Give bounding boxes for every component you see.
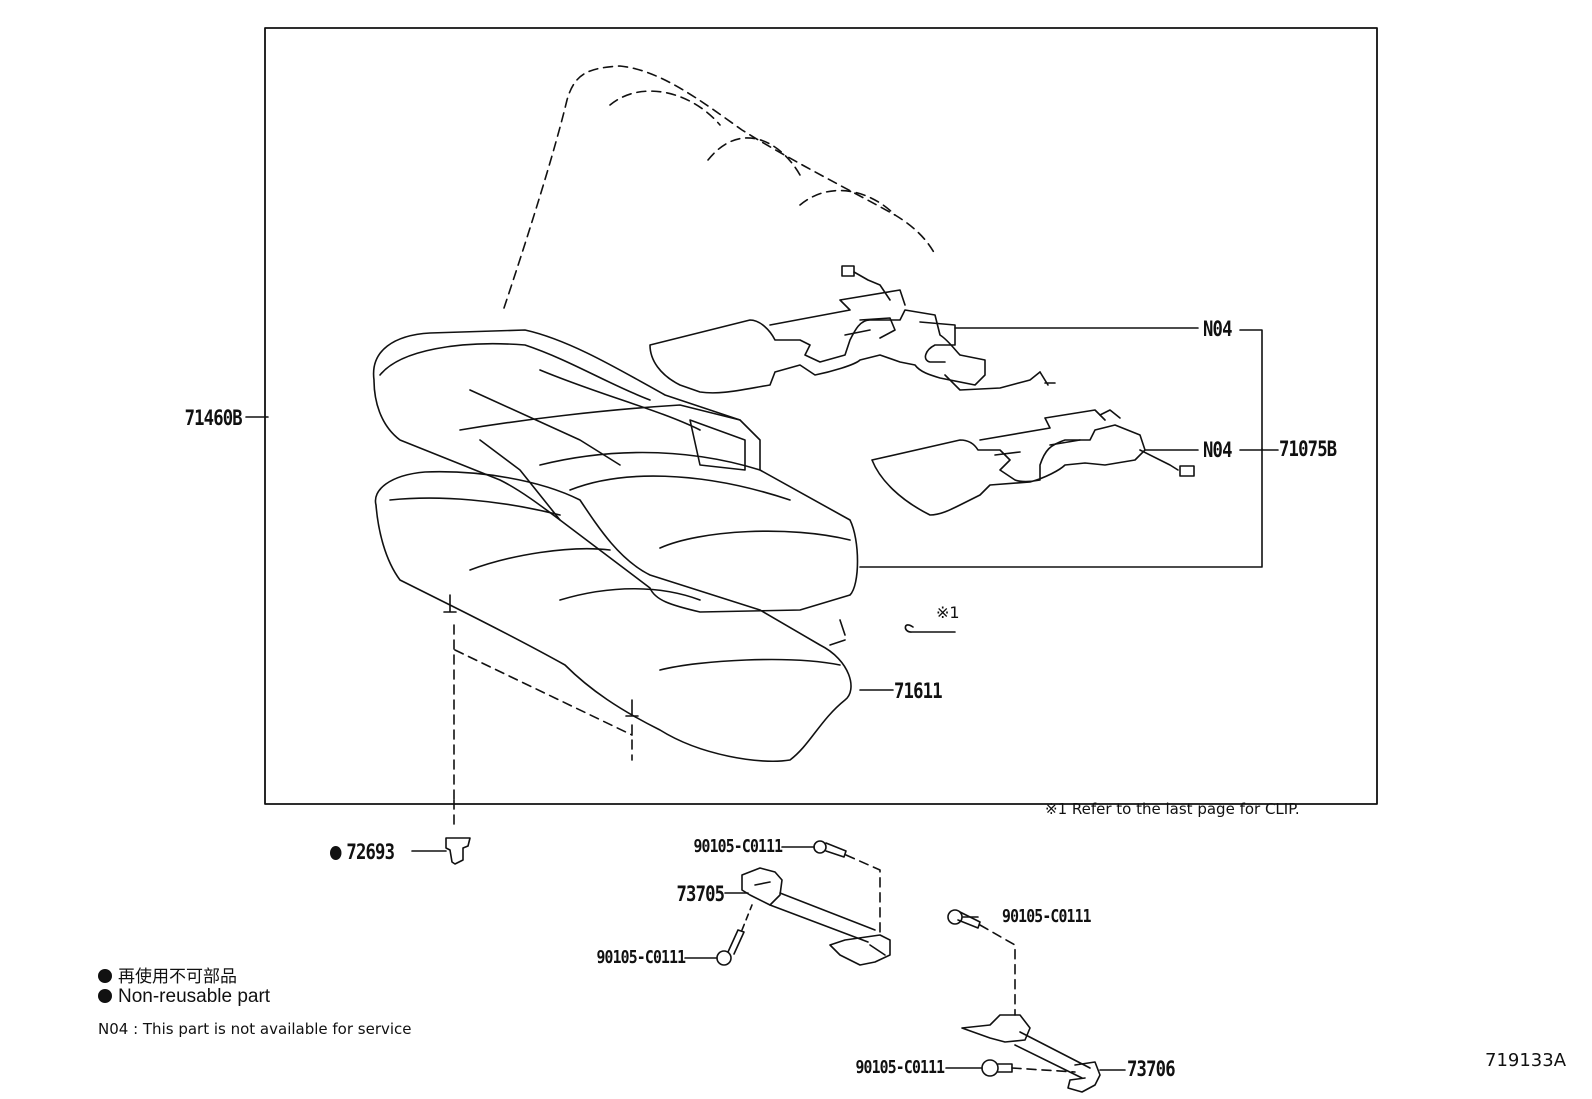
hook-73705 [724,867,891,966]
legend-en-text: Non-reusable part [118,986,271,1007]
label-90105-d: 90105-C0111 [855,1057,945,1078]
seat-back-outline [503,65,937,309]
clip-72693 [411,837,471,865]
seat-cushion-cover [372,329,859,613]
legend-non-reusable-jp: 再使用不可部品 [98,962,237,987]
seat-heater-upper [649,265,1056,394]
label-73705: 73705 [676,882,725,906]
bracket-lines [859,329,1279,568]
label-90105-c: 90105-C0111 [1002,906,1092,927]
label-71611: 71611 [894,679,943,703]
label-71460b: 71460B [184,406,243,430]
label-71075b: 71075B [1279,437,1337,461]
legend-non-reusable-en: Non-reusable part [98,986,270,1008]
label-73706: 73706 [1127,1057,1176,1081]
clip-icon [904,624,956,633]
label-90105-a: 90105-C0111 [693,836,783,857]
label-72693: 72693 [330,840,395,864]
bolt-90105-a [781,840,847,858]
label-n04-upper: N04 [1203,317,1232,341]
bolt-90105-b [684,929,745,966]
assembly-frame [264,27,1378,805]
legend-n04-note: N04 : This part is not available for ser… [98,1020,412,1038]
legend-dot-jp [98,969,112,983]
bolt-90105-d [945,1059,1013,1077]
label-n04-lower: N04 [1203,438,1232,462]
clip-reference-note: ※1 Refer to the last page for CLIP. [1045,800,1300,818]
non-reusable-dot [330,846,342,860]
label-90105-b: 90105-C0111 [596,947,686,968]
hook-73706 [961,1014,1126,1093]
bolt-90105-c [947,909,981,929]
clip-reference-marker: ※1 [936,603,960,622]
diagram-code: 719133A [1485,1050,1567,1071]
legend-jp-text: 再使用不可部品 [118,967,237,986]
legend-dot-en [98,989,112,1003]
pad-guide-lines [453,624,633,801]
seat-cushion-pad [374,470,852,763]
label-72693-text: 72693 [346,840,395,864]
seat-heater-lower [871,409,1195,516]
